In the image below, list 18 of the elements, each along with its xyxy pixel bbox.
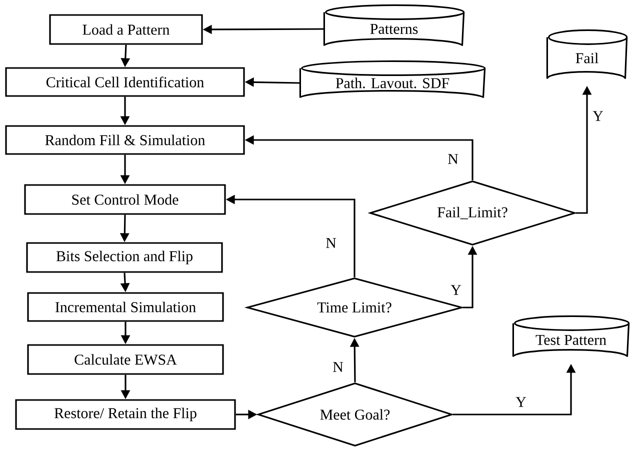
storage-cylinder: Patterns xyxy=(323,4,465,47)
edge-label: Y xyxy=(592,110,604,122)
process-box: Critical Cell Identification xyxy=(5,67,245,97)
edge-label: N xyxy=(332,361,344,373)
edge-label: Y xyxy=(514,396,528,408)
process-box: Random Fill & Simulation xyxy=(5,125,245,155)
storage-cylinder: Test Pattern xyxy=(512,315,630,358)
edge-label: N xyxy=(446,153,460,165)
edge-label: N xyxy=(324,237,338,249)
process-box: Load a Pattern xyxy=(49,14,203,45)
storage-cylinder: Path. Lavout. SDF xyxy=(299,60,486,99)
process-box: Restore/ Retain the Flip xyxy=(15,399,236,430)
storage-cylinder: Fail xyxy=(546,29,628,80)
process-box: Incremental Simulation xyxy=(27,292,224,322)
process-box: Bits Selection and Flip xyxy=(26,242,223,273)
edge-label: Y xyxy=(450,284,462,296)
process-box: Set Control Mode xyxy=(24,184,226,215)
process-box: Calculate EWSA xyxy=(27,344,224,375)
